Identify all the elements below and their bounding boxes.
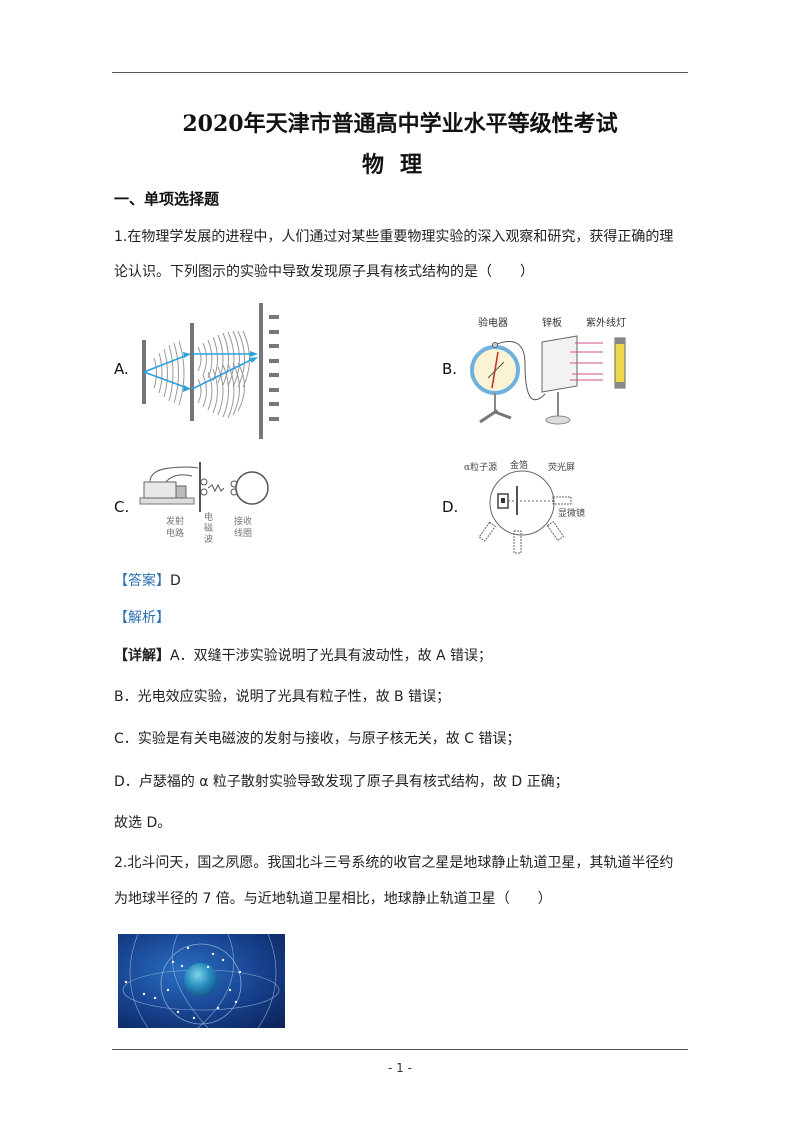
footer-rule xyxy=(112,1049,688,1050)
question-1-stem-line-1: 1.在物理学发展的进程中，人们通过对某些重要物理实验的深入观察和研究，获得正确的… xyxy=(114,229,674,245)
label-em-wave: 电 xyxy=(204,511,213,523)
option-a-label: A. xyxy=(114,360,129,378)
svg-text:磁: 磁 xyxy=(204,522,213,534)
figure-alpha-scattering: α粒子源 金箔 荧光屏 显微镜 xyxy=(462,459,632,560)
answer-tag: 【答案】 xyxy=(114,573,170,589)
detail-tag: 【详解】 xyxy=(114,648,170,664)
analysis-line: 【解析】 xyxy=(114,607,170,627)
svg-text:波: 波 xyxy=(204,533,213,545)
detail-line-c: C．实验是有关电磁波的发射与接收，与原子核无关，故 C 错误； xyxy=(114,731,521,747)
question-number: 1. xyxy=(114,229,128,245)
subject-title: 物理 xyxy=(361,152,438,178)
page-title: 2020年天津市普通高中学业水平等级性考试 xyxy=(182,111,618,137)
section-heading: 一、单项选择题 xyxy=(114,190,220,208)
detail-line-a: 【详解】A．双缝干涉实验说明了光具有波动性，故 A 错误； xyxy=(114,648,493,664)
label-zinc-plate: 锌板 xyxy=(542,316,562,329)
detail-conclusion: 故选 D。 xyxy=(114,815,172,831)
label-microscope: 显微镜 xyxy=(558,507,585,519)
answer-value: D xyxy=(170,573,181,589)
question-2-stem-line-1: 2.北斗问天，国之夙愿。我国北斗三号系统的收官之星是地球静止轨道卫星，其轨道半径… xyxy=(114,855,674,871)
label-receiver-coil: 接收 xyxy=(234,515,252,527)
detail-line-b: B．光电效应实验，说明了光具有粒子性，故 B 错误； xyxy=(114,689,451,705)
option-d-label: D. xyxy=(442,498,459,516)
label-fluorescent-screen: 荧光屏 xyxy=(548,461,575,473)
label-gold-foil: 金箔 xyxy=(510,460,528,471)
analysis-tag: 【解析】 xyxy=(114,610,170,626)
label-alpha-source: α粒子源 xyxy=(464,461,497,473)
detail-line-d: D．卢瑟福的 α 粒子散射实验导致发现了原子具有核式结构，故 D 正确； xyxy=(114,774,569,790)
figure-beidou-constellation xyxy=(118,933,285,1029)
label-electroscope: 验电器 xyxy=(478,316,508,329)
option-c-label: C. xyxy=(114,498,130,516)
question-1-stem-line-2: 论认识。下列图示的实验中导致发现原子具有核式结构的是（ ） xyxy=(114,264,534,280)
question-2-stem-line-2: 为地球半径的 7 倍。与近地轨道卫星相比，地球静止轨道卫星（ ） xyxy=(114,891,552,907)
answer-line: 【答案】D xyxy=(114,570,181,590)
page-number: - 1 - xyxy=(388,1061,412,1075)
svg-text:线圈: 线圈 xyxy=(234,527,252,539)
option-b-label: B. xyxy=(442,360,458,378)
header-rule xyxy=(112,72,688,73)
figure-em-wave: 发射 电路 电 磁 波 接收 线圈 xyxy=(136,462,276,547)
question-number: 2. xyxy=(114,855,128,871)
figure-photoelectric: 验电器 锌板 紫外线灯 xyxy=(460,312,630,430)
svg-text:电路: 电路 xyxy=(166,527,184,539)
figure-double-slit xyxy=(138,303,288,441)
label-uv-lamp: 紫外线灯 xyxy=(586,316,626,329)
label-transmit-circuit: 发射 xyxy=(166,515,184,527)
